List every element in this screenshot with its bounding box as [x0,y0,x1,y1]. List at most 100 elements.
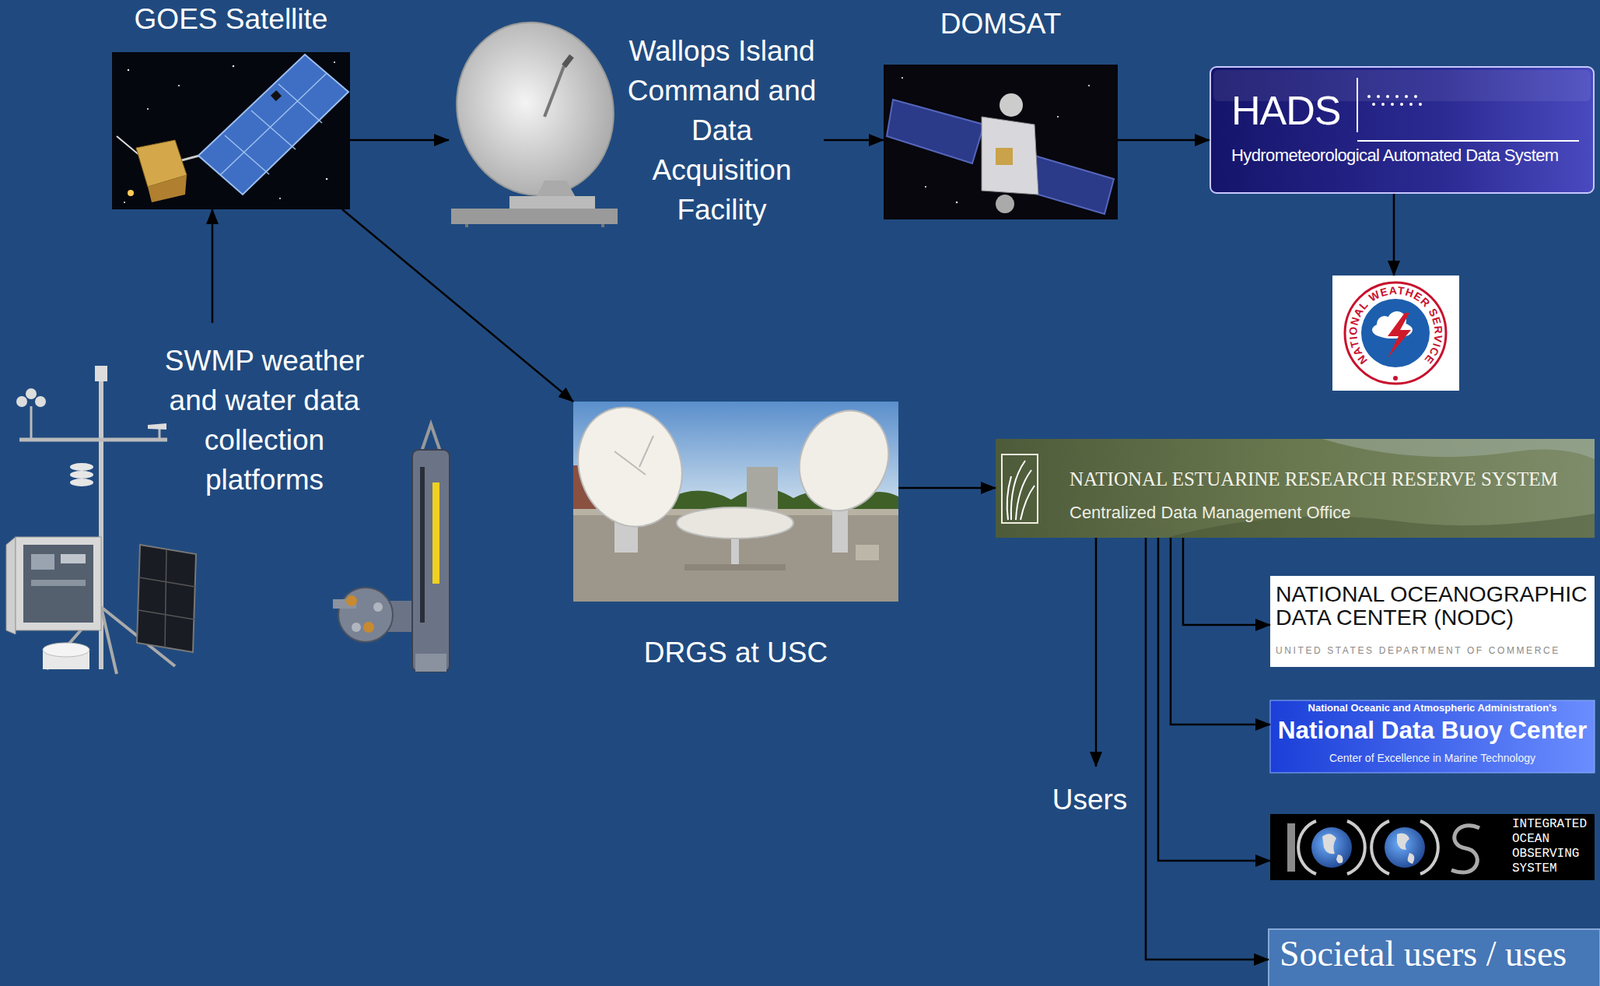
hads-logo-ground [1210,66,1594,193]
antenna-dish-picture [563,56,572,67]
weather-station-picture [70,462,94,471]
antenna-dish-picture [509,196,596,211]
nerrs-banner [995,438,1595,538]
antenna-dish-picture [465,224,469,228]
flow-arrow [898,486,996,490]
water-sonde-picture [351,622,361,632]
logo-title: HADS [1231,87,1341,135]
weather-service-logo [1332,275,1460,391]
goes-satellite-picture [270,90,282,102]
weather-station-picture [70,478,94,487]
logo-badge: NATIONAL WEATHER SERVICE [1332,275,1460,391]
ioos-logo [1384,826,1425,868]
logo-box: NATIONAL OCEANOGRAPHIC DATA CENTER (NODC… [1270,575,1595,667]
domsat-picture [981,116,1039,195]
logo-subtitle: UNITED STATES DEPARTMENT OF COMMERCE [1275,645,1590,657]
domsat-picture [1088,84,1090,87]
antenna-dish-picture [544,66,564,117]
ioos-logo [1298,820,1439,874]
hads-logo-ground [1356,77,1359,133]
domsat-picture [995,147,1013,165]
weather-station-picture [31,553,55,570]
satellite-label: GOES Satellite [112,3,351,37]
domsat-picture [1025,155,1114,214]
facility-label: Wallops Island Command and Data Acquisit… [619,31,824,230]
goes-satellite-picture [147,175,187,203]
water-sonde-picture [346,595,358,606]
goes-satellite-picture [123,201,126,204]
goes-satellite-picture [279,197,281,200]
platform-label: SWMP weather and water data collection p… [147,340,382,500]
goes-satellite-picture [220,73,327,176]
ring-text: NATIONAL WEATHER SERVICE [1346,283,1445,367]
ring-text-path: NATIONAL WEATHER SERVICE [1346,283,1445,367]
societal-box-ground [1268,928,1600,986]
hads-logo-ground [1409,102,1413,106]
goes-satellite-picture [333,61,336,64]
goes-satellite-picture [127,189,134,197]
logo-box: National Oceanic and Atmospheric Adminis… [1270,700,1595,773]
weather-station-picture [23,544,94,623]
flow-arrow [1158,537,1271,861]
ioos-logo [1451,825,1480,872]
hads-logo-ground [1414,94,1418,99]
banner-subtitle: Centralized Data Management Office [1069,502,1587,522]
goes-satellite-picture [198,54,349,195]
domsat-picture [955,201,958,204]
logo-box: INTEGRATED OCEAN OBSERVING SYSTEM [1270,813,1595,880]
hads-logo-ground [1357,140,1579,142]
weather-station-picture [25,388,37,400]
banner-box: NATIONAL ESTUARINE RESEARCH RESERVE SYST… [995,438,1595,538]
hads-logo-ground [1367,94,1422,106]
hads-logo-ground [1390,102,1394,106]
weather-station-picture [35,395,46,407]
hads-logo-ground [1400,102,1404,106]
flow-arrow [1117,139,1210,142]
goes-satellite-picture [112,52,351,210]
nerrs-banner [995,438,1595,538]
banner-title: NATIONAL ESTUARINE RESEARCH RESERVE SYST… [1069,468,1587,491]
domsat-picture [883,64,1118,220]
weather-station-picture [30,406,33,440]
nodc-logo-ground [1270,575,1595,667]
logo-title: National Data Buoy Center [1276,715,1589,744]
weather-station-picture [136,544,197,652]
logo-title: NATIONAL OCEANOGRAPHIC DATA CENTER (NODC… [1275,581,1590,629]
water-sonde-picture [363,621,375,633]
flow-arrow [350,139,449,142]
ndbc-logo-ground [1270,700,1595,773]
goes-satellite-picture [116,136,141,156]
domsat-picture [883,64,1118,220]
goes-satellite-picture [178,84,180,87]
ioos-logo [1311,826,1352,868]
nerrs-banner [1001,454,1038,523]
facility-node: Wallops Island Command and Data Acquisit… [448,31,824,235]
antenna-dish-picture [437,4,633,228]
hads-logo-ground [1376,94,1380,99]
weather-station-picture [158,427,162,440]
flow-arrow [1170,537,1271,725]
water-sonde-picture [412,449,450,672]
logo-words: INTEGRATED OCEAN OBSERVING SYSTEM [1512,816,1590,876]
weather-station-picture [15,536,102,631]
water-sonde-picture [432,482,440,584]
ioos-logo [1322,833,1343,863]
domsat-picture [886,99,984,164]
weather-station-picture [42,642,90,657]
domsat-picture [1057,115,1059,118]
hads-logo-ground [1210,66,1594,193]
water-sonde-picture [420,466,425,623]
societal-box-ground [1268,928,1600,986]
station-label: DRGS at USC [573,636,899,670]
weather-service-logo [1361,298,1430,368]
flow-arrow [342,209,574,402]
weather-station-picture [70,470,94,479]
drgs-photo [614,435,654,475]
flow-arrow [823,139,884,142]
weather-station-picture [60,553,86,564]
logo-overline: National Oceanic and Atmospheric Adminis… [1276,702,1589,715]
flow-arrow [1145,537,1269,960]
ioos-logo [1396,833,1415,864]
users-label: Users [1042,783,1138,817]
weather-station-picture [6,365,197,674]
